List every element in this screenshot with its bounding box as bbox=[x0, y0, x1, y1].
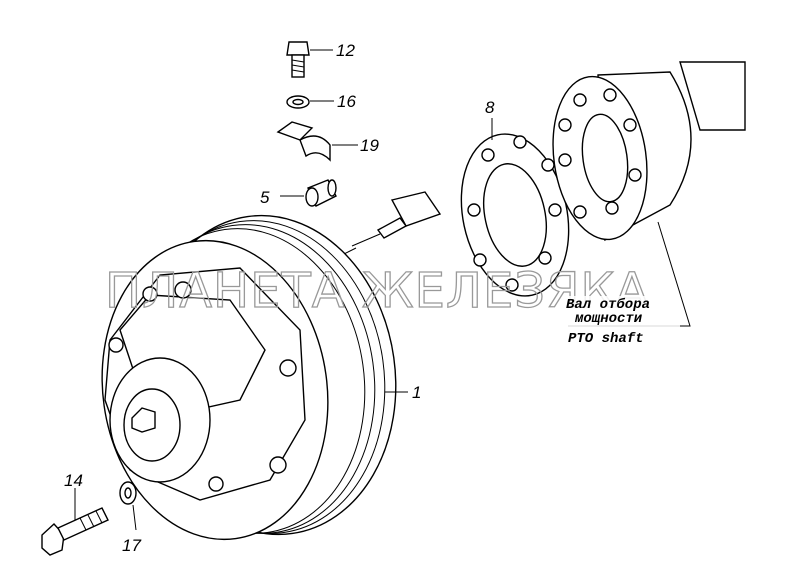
pto-shaft-flange bbox=[552, 61, 746, 242]
bolt-14 bbox=[41, 507, 109, 556]
callout-1: 1 bbox=[412, 383, 421, 402]
callout-8: 8 bbox=[485, 98, 495, 117]
pto-caption-line2: мощности bbox=[574, 311, 643, 327]
pto-caption-line3: PTO shaft bbox=[568, 331, 644, 347]
watermark: ПЛАНЕТА ЖЕЛЕЗЯКА bbox=[105, 263, 649, 319]
washer-17 bbox=[119, 481, 137, 505]
bolt-12 bbox=[286, 41, 310, 78]
electrical-connector bbox=[339, 191, 442, 257]
gasket-8 bbox=[460, 133, 570, 297]
leader-17 bbox=[132, 504, 137, 531]
callout-17: 17 bbox=[122, 536, 141, 555]
callout-19: 19 bbox=[360, 136, 379, 155]
clamp-19 bbox=[276, 121, 331, 162]
callout-14: 14 bbox=[64, 471, 83, 490]
callout-12: 12 bbox=[336, 41, 355, 60]
clutch-pulley-1 bbox=[101, 214, 397, 541]
washer-16 bbox=[286, 95, 310, 109]
callout-16: 16 bbox=[337, 92, 356, 111]
pto-caption-line1: Вал отбора bbox=[566, 297, 650, 313]
callout-5: 5 bbox=[260, 188, 270, 207]
sleeve-5 bbox=[305, 179, 337, 207]
